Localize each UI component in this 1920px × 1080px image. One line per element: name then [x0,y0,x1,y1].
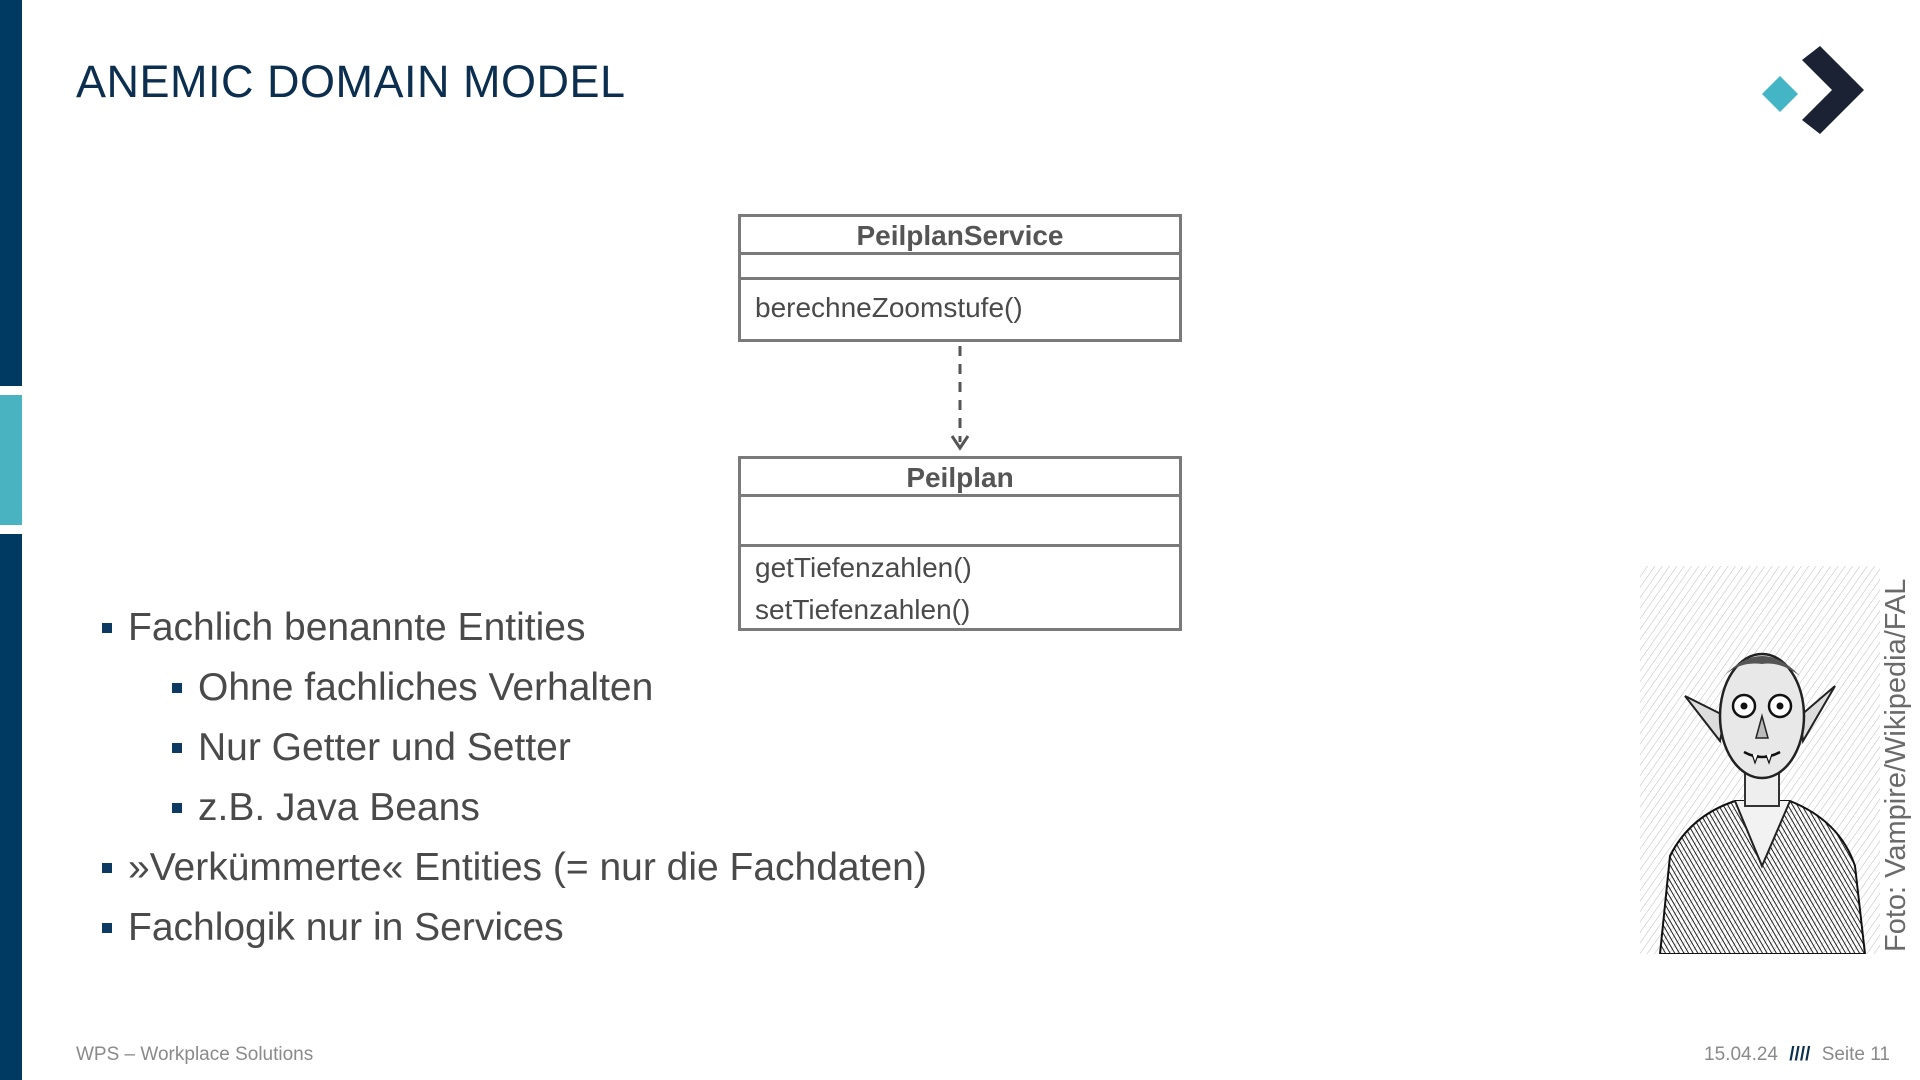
photo-credit: Foto: Vampire/Wikipedia/FAL [1880,578,1912,952]
bullet-square-icon [172,803,182,813]
footer-company: WPS – Workplace Solutions [76,1044,314,1065]
uml-method: getTiefenzahlen() [755,552,972,583]
sidebar-accent-bottom [0,534,22,1080]
bullet-item: Fachlogik nur in Services [100,898,927,958]
bullet-square-icon [172,683,182,693]
uml-method: setTiefenzahlen() [755,594,971,625]
uml-class-name: PeilplanService [741,217,1179,255]
uml-class-peilplanservice: PeilplanService berechneZoomstufe() [738,214,1182,342]
company-logo [1762,46,1864,134]
footer-date: 15.04.24 [1704,1044,1778,1065]
footer-separator: //// [1789,1044,1811,1065]
sidebar-accent-top [0,0,22,386]
uml-class-name: Peilplan [741,459,1179,497]
footer-meta: 15.04.24 //// Seite 11 [1704,1044,1890,1066]
dependency-arrow [950,346,970,451]
footer-page-number: Seite 11 [1821,1044,1890,1065]
bullet-subitem: Ohne fachliches Verhalten [100,658,927,718]
uml-class-peilplan: Peilplan getTiefenzahlen() setTiefenzahl… [738,456,1182,631]
uml-method: berechneZoomstufe() [755,292,1023,323]
bullet-square-icon [102,863,112,873]
uml-attributes-section [741,255,1179,280]
uml-methods-section: getTiefenzahlen() setTiefenzahlen() [741,547,1179,631]
bullet-item: Fachlich benannte Entities [100,598,927,658]
uml-attributes-section [741,497,1179,547]
sidebar-accent-middle [0,395,22,525]
bullet-item: »Verkümmerte« Entities (= nur die Fachda… [100,838,927,898]
uml-methods-section: berechneZoomstufe() [741,280,1179,328]
bullet-list: Fachlich benannte Entities Ohne fachlich… [100,598,927,958]
bullet-subitem: Nur Getter und Setter [100,718,927,778]
vampire-sketch-image [1640,566,1880,954]
slide-title: ANEMIC DOMAIN MODEL [76,56,626,107]
bullet-square-icon [102,923,112,933]
bullet-square-icon [102,623,112,633]
bullet-square-icon [172,743,182,753]
bullet-subitem: z.B. Java Beans [100,778,927,838]
